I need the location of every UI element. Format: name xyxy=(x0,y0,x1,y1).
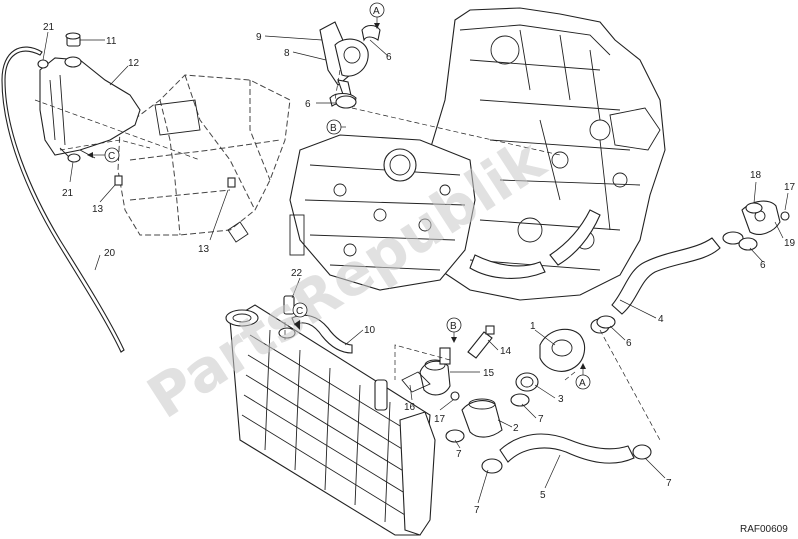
svg-text:C: C xyxy=(108,151,115,162)
reference-code: RAF00609 xyxy=(740,524,788,535)
temperature-sensor-14 xyxy=(467,325,495,359)
callout-14: 14 xyxy=(500,346,512,357)
connector-B-top: B xyxy=(326,119,346,135)
clip-21-top xyxy=(37,59,49,69)
callout-16: 16 xyxy=(404,402,416,413)
svg-text:B: B xyxy=(450,321,457,332)
callout-6-right: 6 xyxy=(760,260,766,271)
screw-17 xyxy=(450,391,460,401)
callout-21-top: 21 xyxy=(43,22,55,33)
callout-8: 8 xyxy=(284,48,290,59)
callout-1: 1 xyxy=(530,321,536,332)
assembly-lines xyxy=(34,69,661,441)
connector-A-top: A xyxy=(369,2,385,29)
callout-6-mid: 6 xyxy=(305,99,311,110)
callout-3: 3 xyxy=(558,394,564,405)
callout-20: 20 xyxy=(104,248,116,259)
clamp-18 xyxy=(745,202,763,214)
callout-labels: 1 2 3 4 5 6 6 6 6 7 7 7 7 8 9 10 11 12 1… xyxy=(43,22,796,516)
svg-text:A: A xyxy=(373,6,380,17)
radiator-upper-hose xyxy=(291,314,353,354)
callout-10: 10 xyxy=(364,325,376,336)
svg-text:B: B xyxy=(330,123,337,134)
callout-7-b: 7 xyxy=(456,449,462,460)
connector-C-left: C xyxy=(87,147,120,163)
connector-A-bottom: A xyxy=(575,363,591,390)
callout-17: 17 xyxy=(434,414,446,425)
callout-12: 12 xyxy=(128,58,140,69)
clip-21-bottom xyxy=(67,153,81,163)
callout-18: 18 xyxy=(750,170,762,181)
callout-19: 19 xyxy=(784,238,796,249)
bracket-16 xyxy=(401,371,431,393)
clamp-6-top xyxy=(335,95,357,109)
connector-B-bottom: B xyxy=(446,317,462,343)
callout-4: 4 xyxy=(658,314,664,325)
bleed-screw-22 xyxy=(283,295,295,315)
callout-7-a: 7 xyxy=(538,414,544,425)
bolt-13-center xyxy=(227,177,236,188)
cylinder-head xyxy=(289,134,476,291)
screw-17-right xyxy=(780,211,790,221)
bolt-13-left xyxy=(114,175,123,186)
callout-22: 22 xyxy=(291,268,303,279)
hose-4 xyxy=(611,237,721,315)
coupling-hose-2 xyxy=(445,393,530,443)
hose-5 xyxy=(499,433,635,464)
connector-C-radiator: C xyxy=(292,302,308,330)
callout-5: 5 xyxy=(540,490,546,501)
hose-5-clamp-right xyxy=(632,444,652,460)
callout-6-center: 6 xyxy=(626,338,632,349)
overflow-hose xyxy=(1,46,125,353)
callout-13-left: 13 xyxy=(92,204,104,215)
frame-section xyxy=(117,74,291,243)
callout-7-c: 7 xyxy=(474,505,480,516)
callout-15: 15 xyxy=(483,368,495,379)
engine-crossover-hose xyxy=(469,209,601,279)
thermostat-fitting-15 xyxy=(419,347,451,396)
callout-9: 9 xyxy=(256,32,262,43)
clamp-6-center xyxy=(596,315,616,329)
svg-text:C: C xyxy=(296,306,303,317)
svg-text:A: A xyxy=(579,378,586,389)
callout-13-center: 13 xyxy=(198,244,210,255)
callout-21-bottom: 21 xyxy=(62,188,74,199)
callout-11: 11 xyxy=(106,36,117,47)
thermostat-housing xyxy=(319,21,381,107)
leader-lines xyxy=(42,31,789,504)
engine-block xyxy=(419,7,666,301)
clamp-6-right xyxy=(738,237,758,251)
callout-17-right: 17 xyxy=(784,182,796,193)
expansion-tank xyxy=(39,32,141,161)
callout-2: 2 xyxy=(513,423,519,434)
callout-6-top: 6 xyxy=(386,52,392,63)
radiator xyxy=(225,304,436,536)
hose-5-clamp-left xyxy=(481,458,503,474)
callout-7-d: 7 xyxy=(666,478,672,489)
